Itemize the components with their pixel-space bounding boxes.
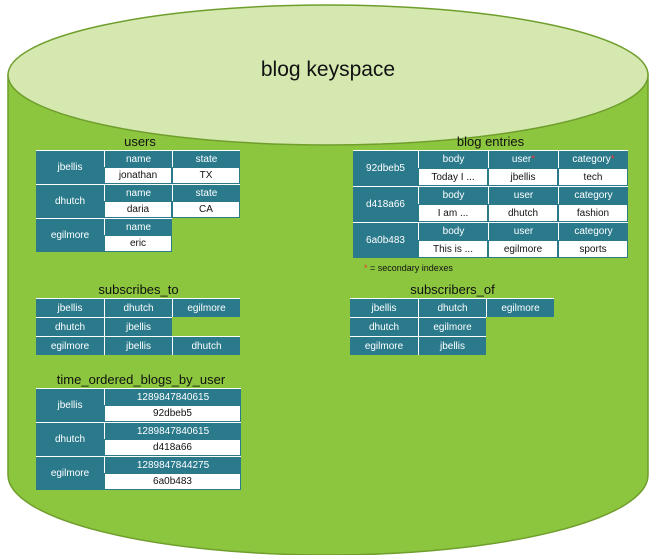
column-name: egilmore [486,298,554,317]
secondary-index-marker: * [610,154,615,165]
column-name: body [418,186,488,204]
column-name: dhutch [104,298,172,317]
row-key: egilmore [36,336,104,355]
secondary-index-note: * = secondary indexes [364,263,453,273]
empty-cell [486,317,554,336]
column-name: category [558,222,628,240]
column-name: name [104,150,172,167]
column-name: state [172,184,240,201]
column-name: 1289847840615 [104,422,241,439]
column-value: d418a66 [104,439,241,456]
row-key: jbellis [36,150,104,184]
column-name: 1289847844275 [104,456,241,473]
column-value: daria [104,201,172,218]
column-name: name [104,218,172,235]
column-value: tech [558,168,628,186]
column-name: body [418,150,488,168]
keyspace-title: blog keyspace [260,58,396,81]
row-key: jbellis [350,298,418,317]
column-name: jbellis [104,317,172,336]
column-name: dhutch [418,298,486,317]
column-name: user [488,222,558,240]
row-key: dhutch [36,317,104,336]
row-key: 6a0b483 [353,222,418,258]
column-value: 92dbeb5 [104,405,241,422]
row-key: 92dbeb5 [353,150,418,186]
column-name: state [172,150,240,167]
column-value: eric [104,235,172,252]
subscribers-of-label: subscribers_of [410,282,495,297]
column-name: category [558,186,628,204]
column-name: jbellis [418,336,486,355]
column-value: TX [172,167,240,184]
row-key: dhutch [36,422,104,456]
subscribes-to-label: subscribes_to [98,282,179,297]
column-value: 6a0b483 [104,473,241,490]
row-key: dhutch [36,184,104,218]
column-name: category* [558,150,628,168]
column-value: jbellis [488,168,558,186]
row-key: egilmore [36,456,104,490]
column-value: jonathan [104,167,172,184]
column-value: dhutch [488,204,558,222]
row-key: dhutch [350,317,418,336]
blog-entries-label: blog entries [456,134,525,149]
column-value: CA [172,201,240,218]
row-key: egilmore [350,336,418,355]
column-name: user* [488,150,558,168]
empty-cell [486,336,554,355]
row-key: jbellis [36,388,104,422]
row-key: jbellis [36,298,104,317]
column-value: I am ... [418,204,488,222]
row-key: d418a66 [353,186,418,222]
users-label: users [124,134,156,149]
column-name: user [488,186,558,204]
column-name: name [104,184,172,201]
column-value: This is ... [418,240,488,258]
column-value: Today I ... [418,168,488,186]
column-name: egilmore [172,298,240,317]
column-value: egilmore [488,240,558,258]
column-name: body [418,222,488,240]
column-value: fashion [558,204,628,222]
secondary-index-marker: * [531,154,536,165]
column-name: dhutch [172,336,240,355]
column-name: 1289847840615 [104,388,241,405]
row-key: egilmore [36,218,104,252]
column-name: egilmore [418,317,486,336]
column-name: jbellis [104,336,172,355]
time-ordered-label: time_ordered_blogs_by_user [56,372,226,387]
column-value: sports [558,240,628,258]
